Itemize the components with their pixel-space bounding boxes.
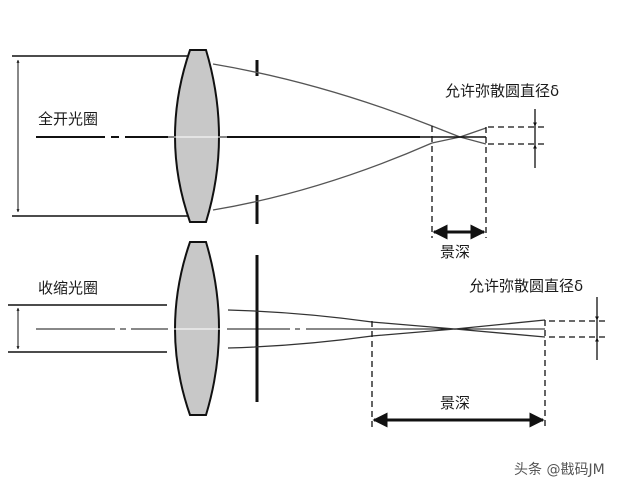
dof-label: 景深 [440,394,470,412]
dof-label: 景深 [440,243,470,261]
full-aperture-diagram: 全开光圈 允许弥散圆直径δ 景深 [12,49,559,261]
ray-top [212,63,487,138]
stopped-aperture-diagram: 收缩光圈 允许弥散圆直径δ 景深 [8,241,605,428]
lens [174,49,220,223]
ray-bottom [212,136,487,211]
watermark: 头条 @戡码JM [514,461,605,478]
ray-bottom [227,328,546,349]
stopped-aperture-label: 收缩光圈 [38,279,98,297]
full-aperture-label: 全开光圈 [38,110,98,128]
coc-label: 允许弥散圆直径δ [445,82,559,100]
ray-top [227,309,546,330]
coc-label: 允许弥散圆直径δ [469,277,583,295]
